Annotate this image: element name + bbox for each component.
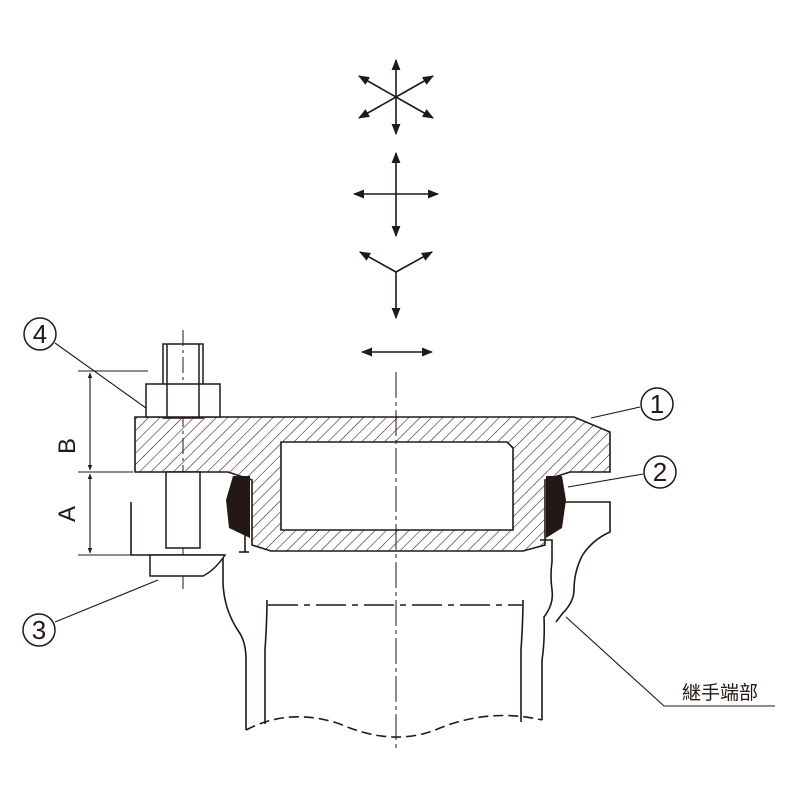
callout-3: 3 [22, 613, 56, 647]
cap-flange [134, 416, 611, 552]
omnidirectional-arrows-icon [358, 58, 434, 136]
callout-1: 1 [640, 387, 674, 421]
rubber-gasket-right [546, 476, 566, 538]
dimension-b-label: B [54, 438, 81, 454]
callout-4: 4 [23, 317, 57, 351]
four-way-arrows-icon [352, 151, 440, 238]
dimension-a-label: A [54, 506, 81, 522]
svg-text:2: 2 [653, 457, 667, 487]
svg-text:4: 4 [33, 319, 47, 349]
svg-text:1: 1 [650, 389, 664, 419]
pipe-joint-end [130, 501, 611, 738]
rubber-gasket-left [226, 476, 250, 538]
leader-lines [54, 342, 775, 707]
callout-2: 2 [643, 455, 677, 489]
y-three-way-arrows-icon [359, 251, 433, 320]
svg-text:3: 3 [32, 615, 46, 645]
dimension-lines [78, 370, 148, 556]
hex-nut [145, 383, 221, 418]
joint-end-label: 継手端部 [682, 682, 758, 704]
